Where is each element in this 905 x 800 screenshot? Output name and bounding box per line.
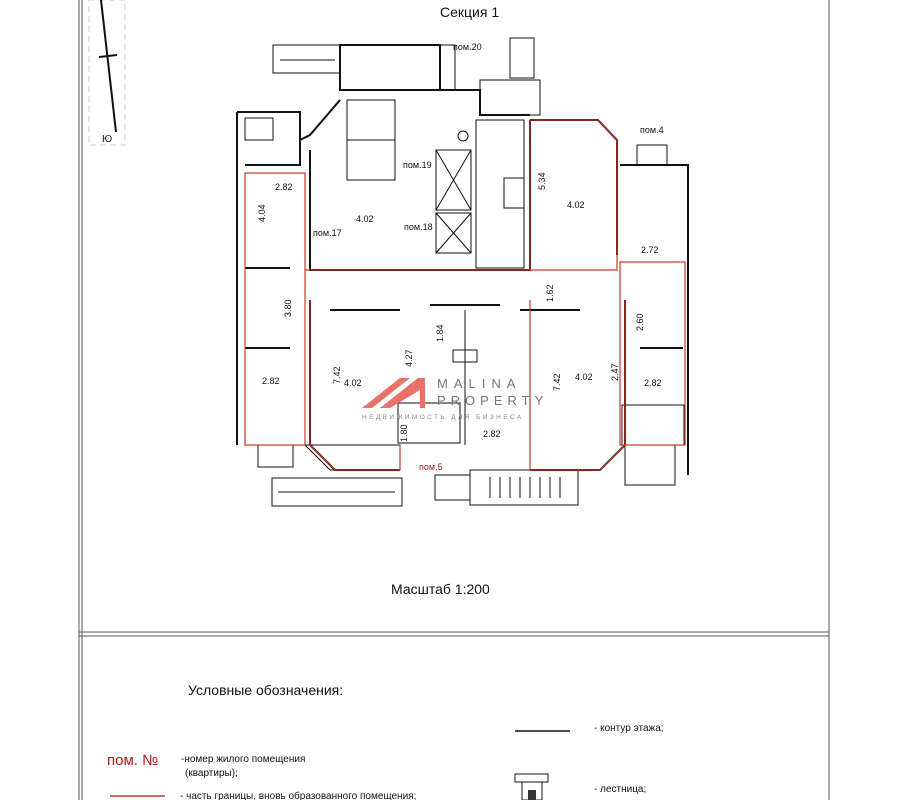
room-label-19: пом.19 [403,160,432,170]
dim-label: 1.84 [435,324,445,342]
dim-label: 7.42 [332,366,342,384]
dim-label: 2.72 [641,245,659,255]
dimension-labels-horizontal: 2.82 4.02 4.02 2.72 2.82 4.02 2.82 4.02 … [262,182,662,439]
room-labels: пом.20 пом.19 пом.17 пом.18 пом.4 пом.5 [313,42,664,472]
legend-text: - лестница; [594,784,646,795]
legend-text: - контур этажа; [594,723,664,734]
section-title: Секция 1 [440,4,499,20]
room-label-17: пом.17 [313,228,342,238]
dim-label: 4.02 [356,214,374,224]
scale-label: Масштаб 1:200 [391,581,490,597]
room-label-20: пом.20 [453,42,482,52]
dim-label: 2.82 [483,429,501,439]
dim-label: 2.82 [644,378,662,388]
legend: Условные обозначения: пом. № -номер жило… [107,682,664,800]
compass-label: Ю [102,134,112,145]
dim-label: 2.60 [635,313,645,331]
dim-label: 3.80 [283,299,293,317]
room-label-18: пом.18 [404,222,433,232]
new-room-boundaries [244,119,686,471]
dim-label: 4.02 [344,378,362,388]
watermark-line2: PROPERTY [437,393,548,408]
watermark-tagline: НЕДВИЖИМОСТЬ ДЛЯ БИЗНЕСА [362,414,524,421]
watermark-logo: MALINA PROPERTY НЕДВИЖИМОСТЬ ДЛЯ БИЗНЕСА [362,376,548,421]
dimension-labels-vertical: 4.04 5.34 3.80 1.62 1.84 2.60 7.42 4.27 … [257,172,645,442]
dim-label: 2.82 [275,182,293,192]
dim-label: 7.42 [552,373,562,391]
room-label-5: пом.5 [419,462,443,472]
legend-title: Условные обозначения: [188,682,343,698]
dim-label: 4.27 [404,349,414,367]
compass: Ю [88,0,126,146]
legend-stair-swatch [514,773,549,800]
dim-label: 4.02 [575,372,593,382]
legend-symbol-room-number: пом. № [107,752,158,769]
dim-label: 1.80 [399,424,409,442]
dim-label: 2.47 [610,363,620,381]
sheet-frame [78,0,830,800]
watermark-line1: MALINA [437,376,521,391]
dim-label: 2.82 [262,376,280,386]
dim-label: 4.02 [567,200,585,210]
legend-text: - часть границы, вновь образованного пом… [180,790,416,800]
room-label-4: пом.4 [640,125,664,135]
dim-label: 1.62 [545,284,555,302]
legend-text: (квартиры); [185,768,238,779]
legend-text: -номер жилого помещения [181,754,305,765]
dim-label: 5.34 [537,172,547,190]
dim-label: 4.04 [257,204,267,222]
